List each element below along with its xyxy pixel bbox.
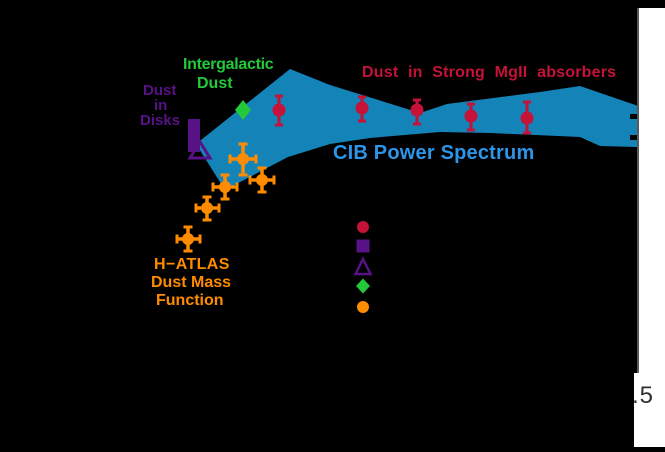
annotation-dust-in-disks-line2: in — [154, 97, 168, 114]
annotation-dust-in-disks-line1: Dust — [143, 82, 177, 99]
annotation-hatlas-line1: H−ATLAS — [154, 256, 230, 273]
legend-marker-triangle — [353, 256, 373, 276]
series-dust-in-disks — [187, 119, 213, 160]
right-axis-line — [637, 8, 639, 373]
annotation-hatlas-line3: Function — [156, 292, 224, 309]
annotation-dust-in-disks-line3: Disks — [140, 112, 181, 129]
legend-marker-diamond — [356, 278, 370, 294]
series-dust-in-strong-mgii-absorbers — [272, 94, 534, 135]
annotation-hatlas-line2: Dust Mass — [151, 274, 232, 291]
right-axis-ticks — [630, 114, 638, 140]
legend-marker-square — [356, 239, 370, 253]
series-intergalactic-dust — [235, 100, 251, 120]
annotation-cib-power-spectrum: CIB Power Spectrum — [333, 142, 535, 164]
annotation-intergalactic-dust-line1: Intergalactic — [183, 56, 274, 73]
figure-right-margin — [638, 8, 665, 447]
series-h-atlas-dust-mass-function — [175, 142, 276, 253]
figure-right-margin-lower — [634, 373, 638, 447]
annotation-intergalactic-dust-line2: Dust — [197, 75, 233, 92]
x-axis-tick-label: .5 — [632, 382, 655, 409]
legend-marker-circle — [357, 301, 369, 313]
legend-markers — [353, 221, 373, 313]
annotation-mgii-absorbers: Dust in Strong MgII absorbers — [362, 64, 617, 81]
legend-marker-circle — [357, 221, 369, 233]
cib-band — [196, 69, 638, 190]
